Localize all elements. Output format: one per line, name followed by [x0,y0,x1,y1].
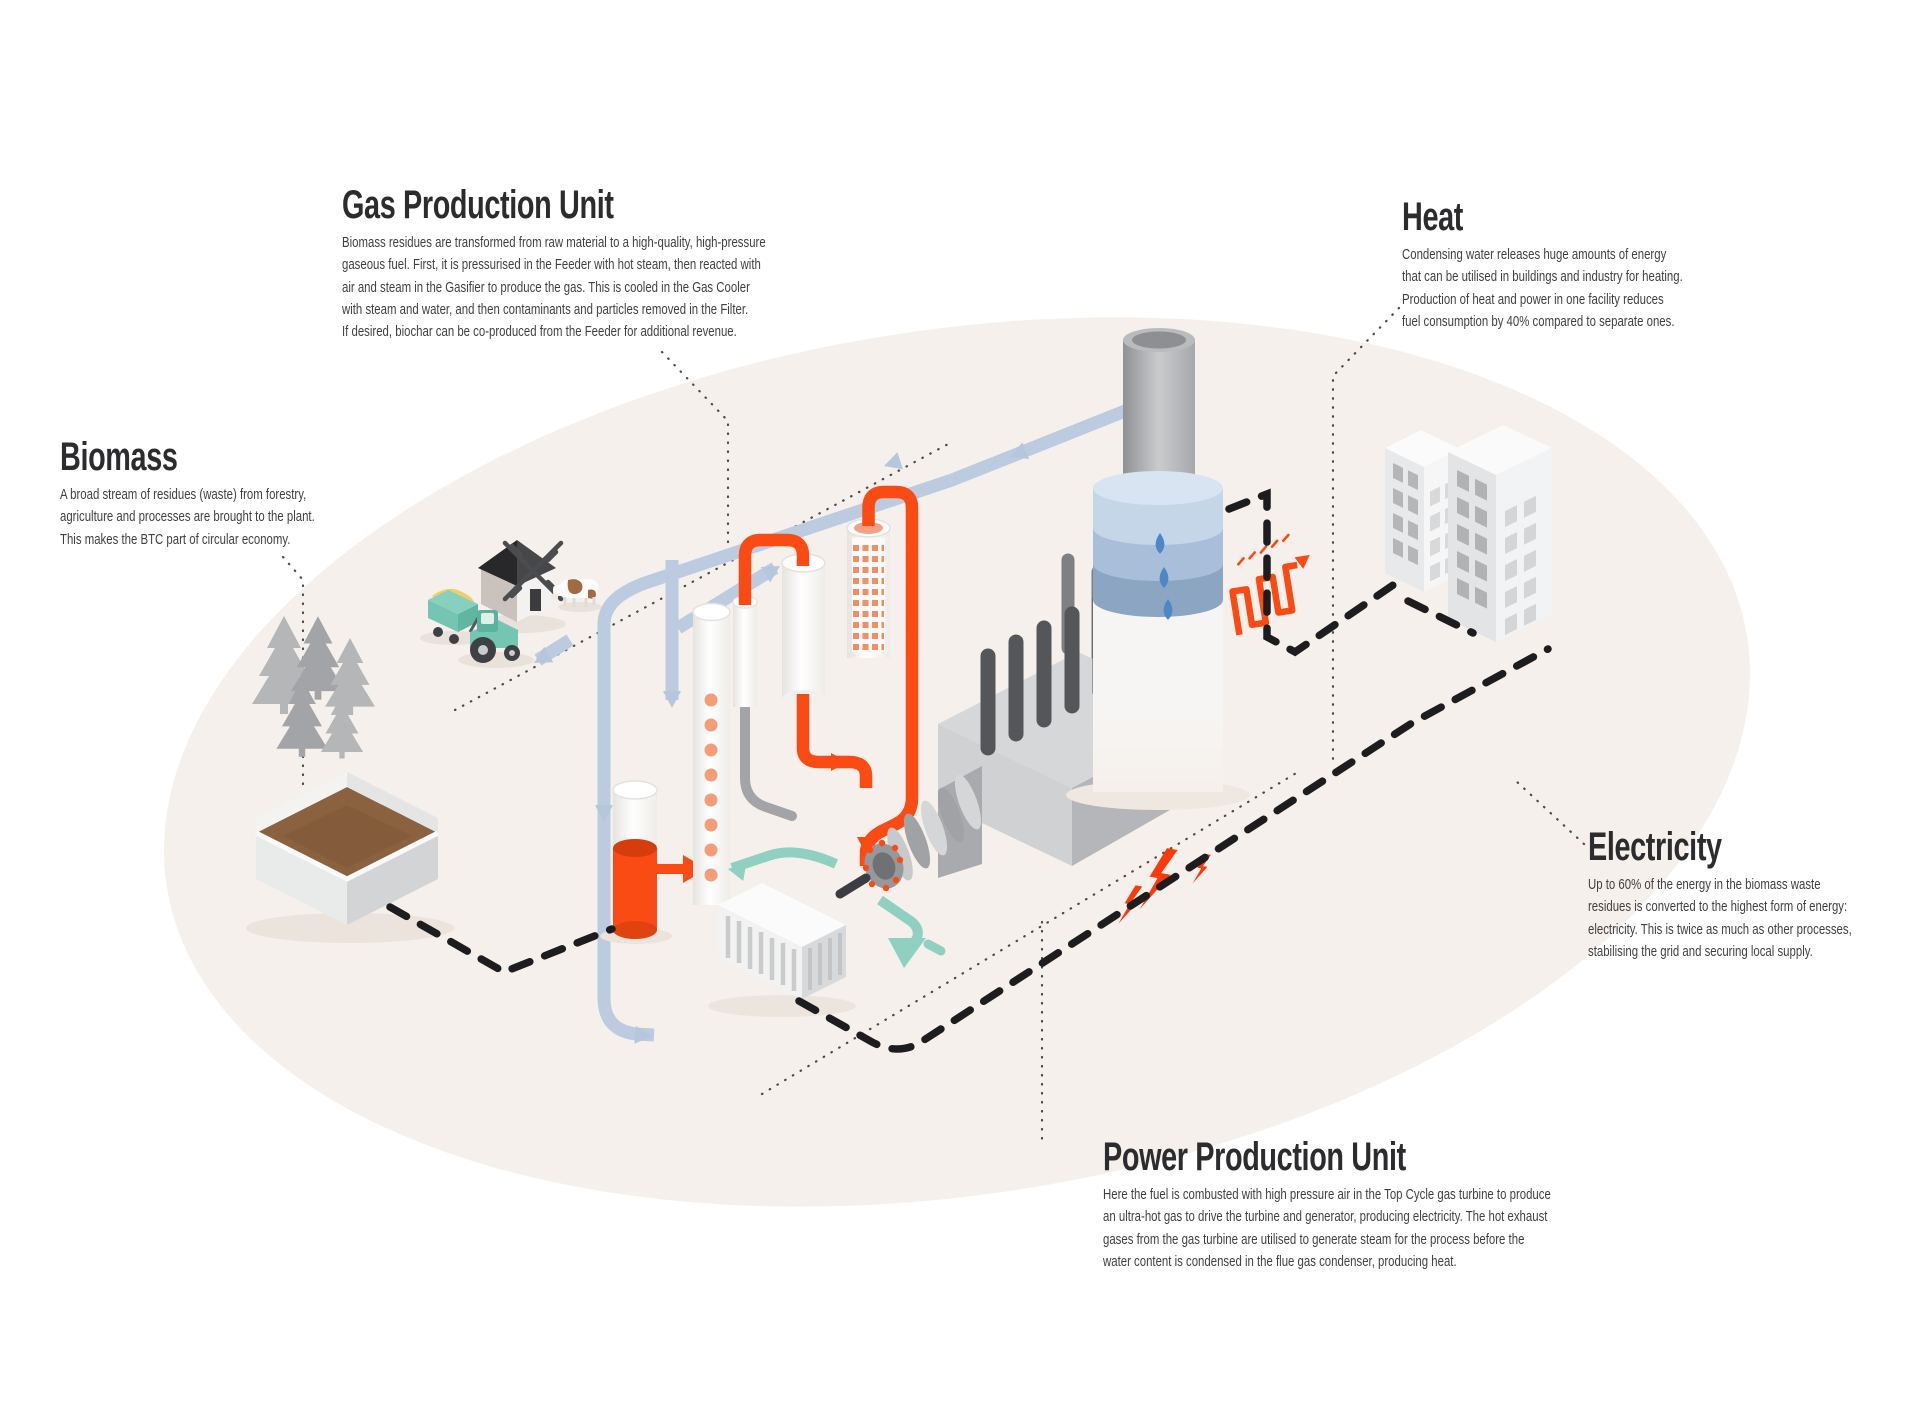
gasifier-icon [692,602,731,905]
electricity-description: Up to 60% of the energy in the biomass w… [1588,876,1852,960]
leader-heat [1331,306,1401,764]
tractor-icon [458,610,534,668]
power-production-unit-heading: Power Production Unit [1103,1135,1406,1179]
char-pipe [740,700,797,821]
reactor-column [732,595,758,707]
steam-pipe-arrows [726,860,926,968]
dashed-heat-buildings [1404,597,1477,637]
dashed-electricity [795,645,1552,1053]
radiator-icon [1229,533,1315,636]
gas-production-unit-label: Gas Production Unit Biomass residues are… [342,184,1062,343]
turbine-icon [835,766,982,899]
leader-biomass [281,555,305,788]
leader-electricity [1514,779,1586,846]
biomass-heading: Biomass [60,435,178,479]
cow-icon [551,579,602,612]
biomass-description: A broad stream of residues (waste) from … [60,486,315,548]
filter-icon [781,553,826,708]
heat-heading: Heat [1402,195,1463,239]
leader-electricity-diagonal [760,770,1300,1096]
generator-icon [708,883,856,1017]
trailer-icon [420,588,484,645]
dashed-heat [1225,488,1403,657]
biomass-container-icon [246,772,454,943]
leader-farm [453,441,952,712]
gas-cooler-icon [846,518,891,658]
biomass-label: Biomass A broad stream of residues (wast… [60,436,780,551]
flow-dashed-lines [386,488,1552,1053]
flue-gas-condenser-icon [1066,328,1250,810]
gas-production-unit-heading: Gas Production Unit [342,183,614,227]
heat-label: Heat Condensing water releases huge amou… [1402,196,1920,333]
steam-pipes [730,847,946,956]
power-production-unit-description: Here the fuel is combusted with high pre… [1103,1186,1551,1270]
building-right [1448,425,1552,642]
electricity-label: Electricity Up to 60% of the energy in t… [1588,826,1920,963]
power-production-unit-label: Power Production Unit Here the fuel is c… [1103,1136,1823,1273]
city-buildings-icon [1385,425,1552,642]
leader-lines [281,306,1586,1142]
gas-production-unit-description: Biomass residues are transformed from ra… [342,234,766,341]
electricity-heading: Electricity [1588,825,1722,869]
dashed-biomass-to-feeder [386,903,616,977]
heat-description: Condensing water releases huge amounts o… [1402,246,1683,330]
